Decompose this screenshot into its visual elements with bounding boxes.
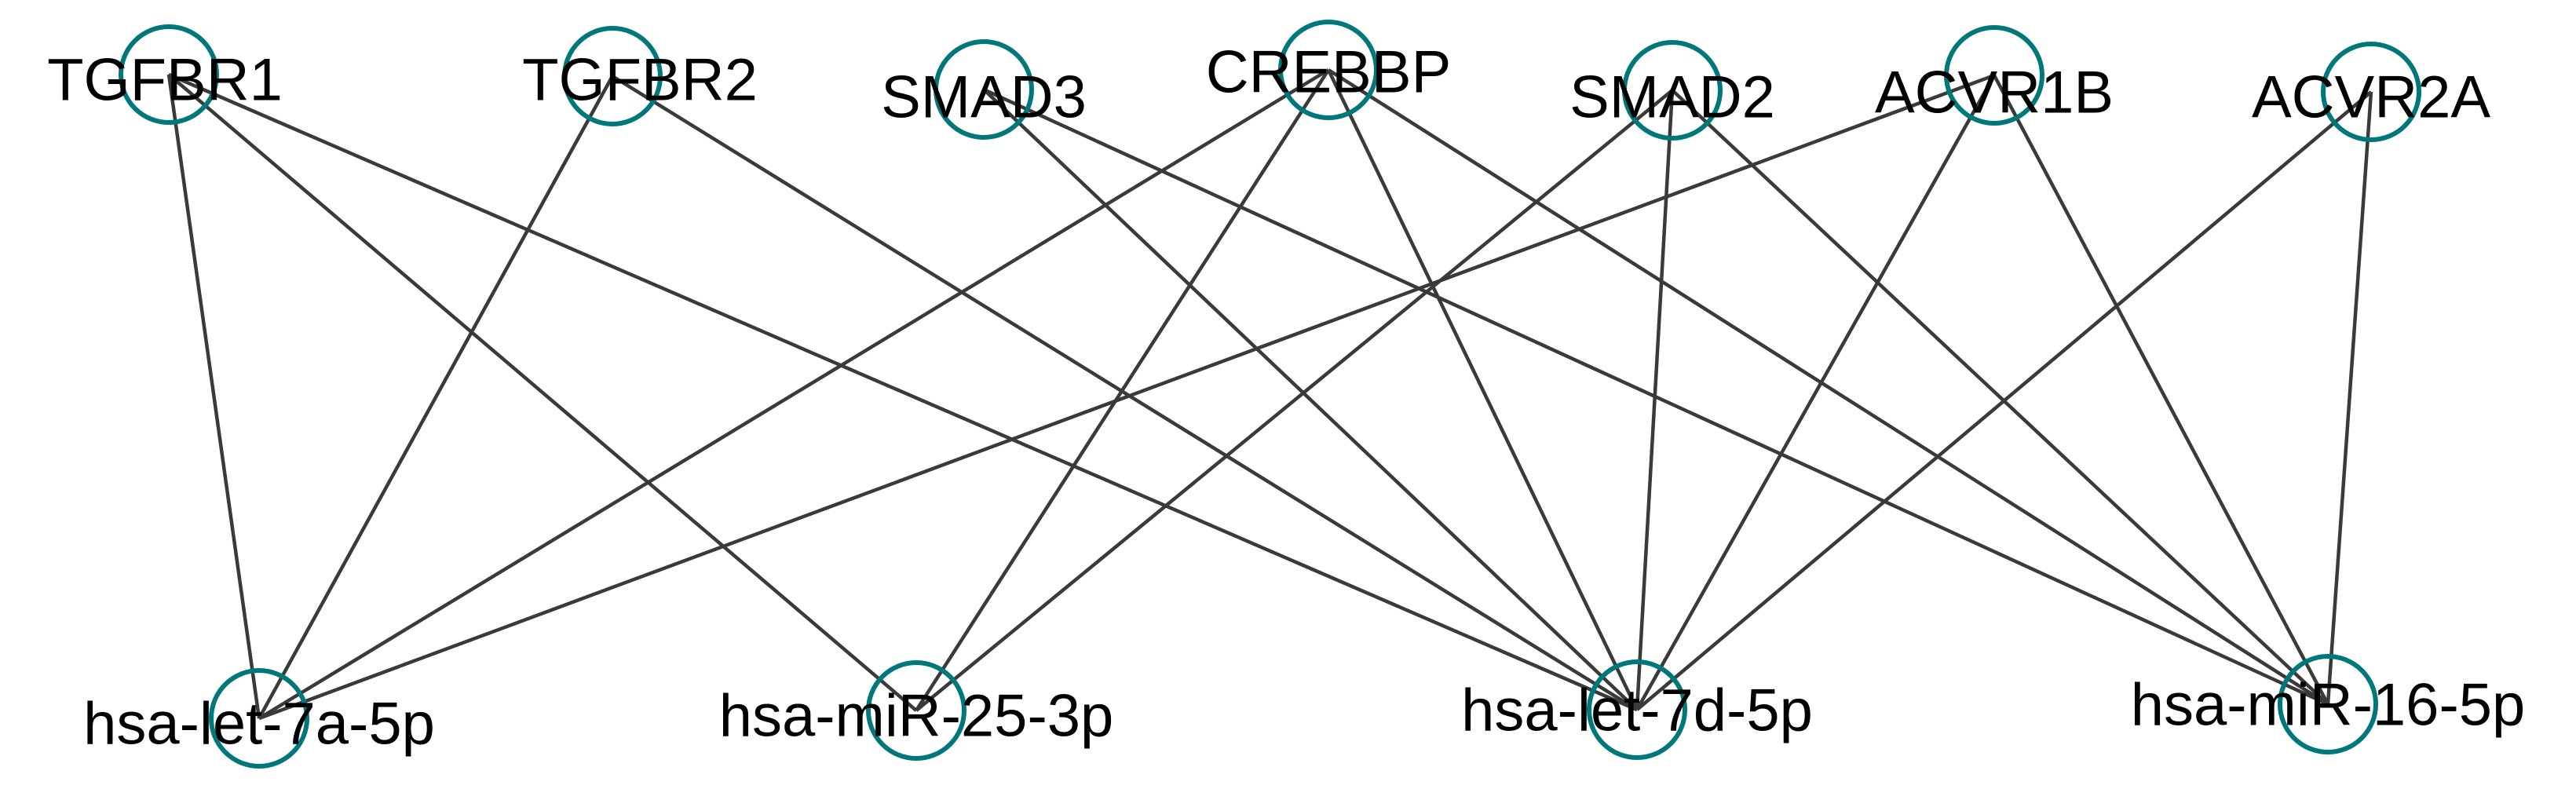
gene-node-circle-crebbp[interactable] <box>1278 20 1379 120</box>
edge-crebbp-to-hsa-mir-16-5p <box>1327 68 2329 706</box>
edges-layer <box>166 68 2373 721</box>
mirna-node-hsa-mir-25-3p[interactable]: hsa-miR-25-3p <box>719 660 1114 761</box>
edge-tgfbr1-to-hsa-let-7a-5p <box>166 74 261 719</box>
mirna-node-hsa-let-7d-5p[interactable]: hsa-let-7d-5p <box>1461 659 1813 760</box>
edge-smad2-to-hsa-mir-16-5p <box>1671 89 2329 706</box>
gene-node-smad3[interactable]: SMAD3 <box>881 39 1087 140</box>
edge-crebbp-to-hsa-mir-25-3p <box>915 68 1330 712</box>
gene-node-circle-acvr1b[interactable] <box>1944 25 2044 126</box>
gene-node-label-tgfbr2: TGFBR2 <box>522 47 758 114</box>
gene-node-acvr1b[interactable]: ACVR1B <box>1875 25 2114 126</box>
edge-tgfbr2-to-hsa-let-7d-5p <box>611 75 1639 711</box>
edge-tgfbr2-to-hsa-let-7a-5p <box>258 75 614 720</box>
nodes-layer: TGFBR1 TGFBR2 SMAD3 CREBBP SMAD2 ACVR1B ACVR2A… <box>47 20 2526 769</box>
gene-node-label-acvr2a: ACVR2A <box>2252 64 2490 131</box>
mirna-node-circle-hsa-mir-16-5p[interactable] <box>2278 654 2378 754</box>
mirna-node-label-hsa-mir-16-5p: hsa-miR-16-5p <box>2131 672 2526 739</box>
gene-node-tgfbr2[interactable]: TGFBR2 <box>522 26 758 126</box>
gene-node-tgfbr1[interactable]: TGFBR1 <box>47 24 283 125</box>
mirna-node-hsa-mir-16-5p[interactable]: hsa-miR-16-5p <box>2131 654 2526 754</box>
edge-crebbp-to-hsa-let-7a-5p <box>258 68 1330 720</box>
gene-node-label-acvr1b: ACVR1B <box>1875 60 2114 126</box>
gene-node-acvr2a[interactable]: ACVR2A <box>2252 42 2490 142</box>
gene-node-circle-acvr2a[interactable] <box>2321 42 2421 142</box>
mirna-node-label-hsa-mir-25-3p: hsa-miR-25-3p <box>719 683 1114 750</box>
gene-node-circle-tgfbr1[interactable] <box>119 24 219 125</box>
edge-tgfbr1-to-hsa-let-7d-5p <box>168 72 1638 712</box>
edge-acvr2a-to-hsa-let-7d-5p <box>1635 90 2373 711</box>
gene-node-label-tgfbr1: TGFBR1 <box>47 47 283 114</box>
mirna-node-label-hsa-let-7d-5p: hsa-let-7d-5p <box>1461 678 1813 744</box>
gene-node-label-smad3: SMAD3 <box>881 64 1087 131</box>
edge-acvr1b-to-hsa-let-7d-5p <box>1635 74 1996 711</box>
edge-acvr1b-to-hsa-let-7a-5p <box>258 73 1995 721</box>
gene-node-label-smad2: SMAD2 <box>1569 64 1775 131</box>
gene-node-smad2[interactable]: SMAD2 <box>1569 40 1775 141</box>
mirna-node-circle-hsa-mir-25-3p[interactable] <box>866 660 966 761</box>
mirna-node-hsa-let-7a-5p[interactable]: hsa-let-7a-5p <box>83 668 435 769</box>
edge-smad2-to-hsa-let-7d-5p <box>1635 89 1675 710</box>
gene-node-circle-tgfbr2[interactable] <box>562 26 663 126</box>
gene-node-crebbp[interactable]: CREBBP <box>1206 20 1452 120</box>
gene-node-circle-smad2[interactable] <box>1622 40 1723 141</box>
mirna-node-circle-hsa-let-7d-5p[interactable] <box>1587 659 1687 760</box>
mirna-node-label-hsa-let-7a-5p: hsa-let-7a-5p <box>83 691 435 758</box>
mirna-node-circle-hsa-let-7a-5p[interactable] <box>209 668 309 769</box>
edge-acvr1b-to-hsa-mir-16-5p <box>1993 74 2329 706</box>
gene-node-label-crebbp: CREBBP <box>1206 39 1452 106</box>
gene-node-circle-smad3[interactable] <box>934 39 1034 140</box>
edge-smad3-to-hsa-let-7d-5p <box>982 88 1639 711</box>
edge-crebbp-to-hsa-let-7d-5p <box>1326 69 1639 710</box>
edge-smad2-to-hsa-mir-25-3p <box>915 89 1674 712</box>
edge-acvr2a-to-hsa-mir-16-5p <box>2326 91 2373 705</box>
edge-tgfbr1-to-hsa-mir-25-3p <box>167 73 918 712</box>
